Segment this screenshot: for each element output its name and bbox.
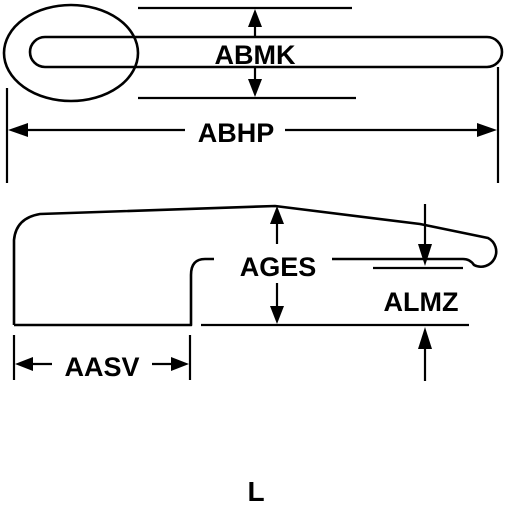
arrow-left-icon: [8, 123, 28, 137]
arrow-up-icon: [418, 327, 432, 349]
arrow-up-icon: [270, 206, 284, 224]
top-view: ABMK ABHP: [2, 3, 504, 183]
arrow-up-icon: [248, 9, 262, 27]
label-aasv: AASV: [64, 352, 139, 382]
label-ages: AGES: [240, 252, 317, 282]
part-side-outline: [12, 204, 498, 327]
arrow-down-icon: [418, 244, 432, 266]
label-abmk: ABMK: [215, 40, 296, 70]
arrow-down-icon: [248, 79, 262, 97]
figure-letter: L: [247, 476, 264, 507]
label-almz: ALMZ: [384, 287, 459, 317]
blade-outline: [28, 35, 504, 69]
label-abhp: ABHP: [198, 118, 275, 148]
arrow-down-icon: [270, 306, 284, 324]
arrow-right-icon: [477, 123, 497, 137]
arrow-left-icon: [15, 357, 33, 371]
side-view: AGES ALMZ AASV: [12, 204, 498, 382]
arrow-right-icon: [171, 357, 189, 371]
bulb-ellipse: [2, 3, 140, 103]
